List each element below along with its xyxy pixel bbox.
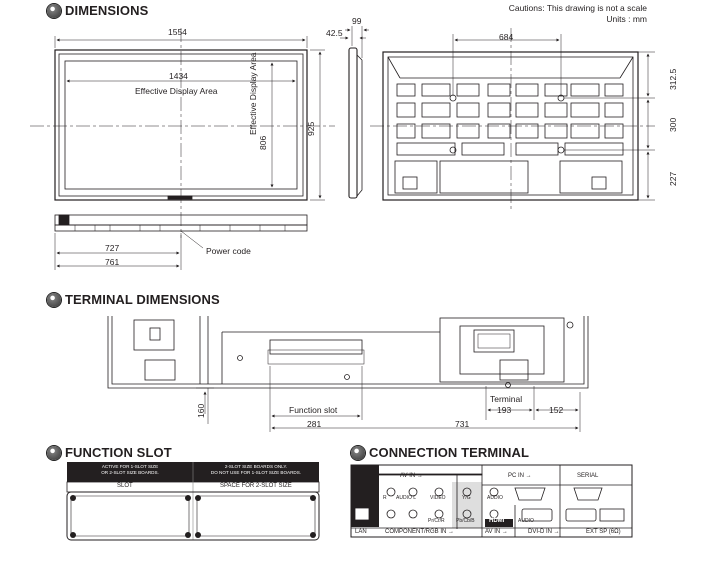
y-g-label: Y/G: [462, 495, 471, 501]
dim-total-width: 1554: [168, 27, 187, 37]
dim-152: 152: [549, 405, 564, 415]
slot-right-line2: DO NOT USE FOR 1-SLOT SIZE BOARDS.: [210, 470, 302, 475]
pc-in-label: PC IN →: [508, 473, 532, 479]
terminal-dimensions-title: TERMINAL DIMENSIONS: [65, 292, 220, 307]
audio-l-label: AUDIO L: [396, 495, 417, 501]
section-bullet-icon: [351, 445, 365, 460]
audio-r-label: R: [383, 495, 387, 501]
slot-label: SLOT: [117, 483, 133, 489]
dvi-label: DVI-D IN →: [528, 529, 560, 535]
power-code-label: Power code: [206, 246, 251, 256]
caution-note: Cautions: This drawing is not a scale Un…: [509, 3, 647, 25]
terminal-dimension-lines: [196, 366, 581, 432]
units-line: Units : mm: [606, 14, 647, 24]
dim-bottom-727: 727: [105, 243, 120, 253]
section-bullet-icon: [47, 445, 61, 460]
dimensions-heading: DIMENSIONS: [47, 3, 148, 18]
serial-label: SERIAL: [577, 473, 599, 479]
dim-total-height: 925: [306, 121, 316, 136]
slot-left-note: ACTIVE FOR 1-SLOT SIZE OR 2-SLOT SIZE BO…: [67, 464, 193, 476]
dim-depth-top: 99: [352, 16, 362, 26]
caution-line1: Cautions: This drawing is not a scale: [508, 3, 647, 13]
dim-right-top: 312.5: [668, 68, 678, 90]
dim-display-height: 806: [258, 135, 268, 150]
terminal-rear-view: [107, 316, 589, 389]
effective-display-area-vertical: Effective Display Area: [248, 52, 258, 135]
function-slot-heading: FUNCTION SLOT: [47, 445, 172, 460]
ext-sp-label: EXT SP (6Ω): [586, 529, 621, 535]
video-label: VIDEO: [430, 495, 446, 501]
pb-label: Pb/Cb/B: [456, 518, 475, 524]
hdmi-label: HDMI: [489, 518, 505, 524]
slot-right-line1: 2-SLOT SIZE BOARDS ONLY.: [224, 464, 288, 469]
dim-right-mid: 300: [668, 117, 678, 132]
av-in-label: AV IN →: [400, 473, 423, 479]
function-slot-plate: [66, 462, 320, 541]
bottom-dimension-lines: [54, 233, 182, 270]
back-dimension-lines: [452, 34, 655, 201]
connection-terminal-title: CONNECTION TERMINAL: [369, 445, 530, 460]
front-dimension-lines: [54, 36, 325, 201]
front-view: [30, 28, 335, 238]
section-bullet-icon: [47, 3, 61, 18]
component-label: COMPONENT/RGB IN →: [385, 529, 455, 535]
slot-left-line1: ACTIVE FOR 1-SLOT SIZE: [101, 464, 159, 469]
dimensions-title: DIMENSIONS: [65, 3, 149, 18]
dim-depth-side: 42.5: [326, 28, 343, 38]
slot-left-line2: OR 2-SLOT SIZE BOARDS.: [101, 470, 159, 475]
terminal-dimensions-heading: TERMINAL DIMENSIONS: [47, 292, 220, 307]
dim-terminal-height: 160: [196, 403, 206, 418]
lan-label: LAN: [355, 529, 367, 535]
slot-right-note: 2-SLOT SIZE BOARDS ONLY. DO NOT USE FOR …: [193, 464, 319, 476]
audio2-label: AUDIO: [518, 518, 534, 524]
function-slot-title: FUNCTION SLOT: [65, 445, 172, 460]
section-bullet-icon: [47, 292, 61, 307]
dim-mount-width: 684: [499, 32, 514, 42]
back-view: [370, 28, 655, 210]
bottom-view: [54, 214, 308, 249]
dim-display-width: 1434: [169, 71, 188, 81]
dim-right-bottom: 227: [668, 171, 678, 186]
effective-display-area-label: Effective Display Area: [135, 86, 218, 96]
connection-panel: [350, 464, 633, 538]
terminal-label: Terminal: [490, 394, 523, 404]
dim-731: 731: [455, 419, 470, 429]
av-in2-label: AV IN →: [485, 529, 508, 535]
function-slot-label: Function slot: [289, 405, 338, 415]
connection-terminal-heading: CONNECTION TERMINAL: [351, 445, 529, 460]
space-label: SPACE FOR 2-SLOT SIZE: [220, 483, 292, 489]
side-view: [340, 26, 369, 199]
dim-bottom-761: 761: [105, 257, 120, 267]
dim-193: 193: [497, 405, 512, 415]
audio-label: AUDIO: [487, 495, 503, 501]
dim-281: 281: [307, 419, 322, 429]
pr-label: Pr/Cr/R: [428, 518, 445, 524]
